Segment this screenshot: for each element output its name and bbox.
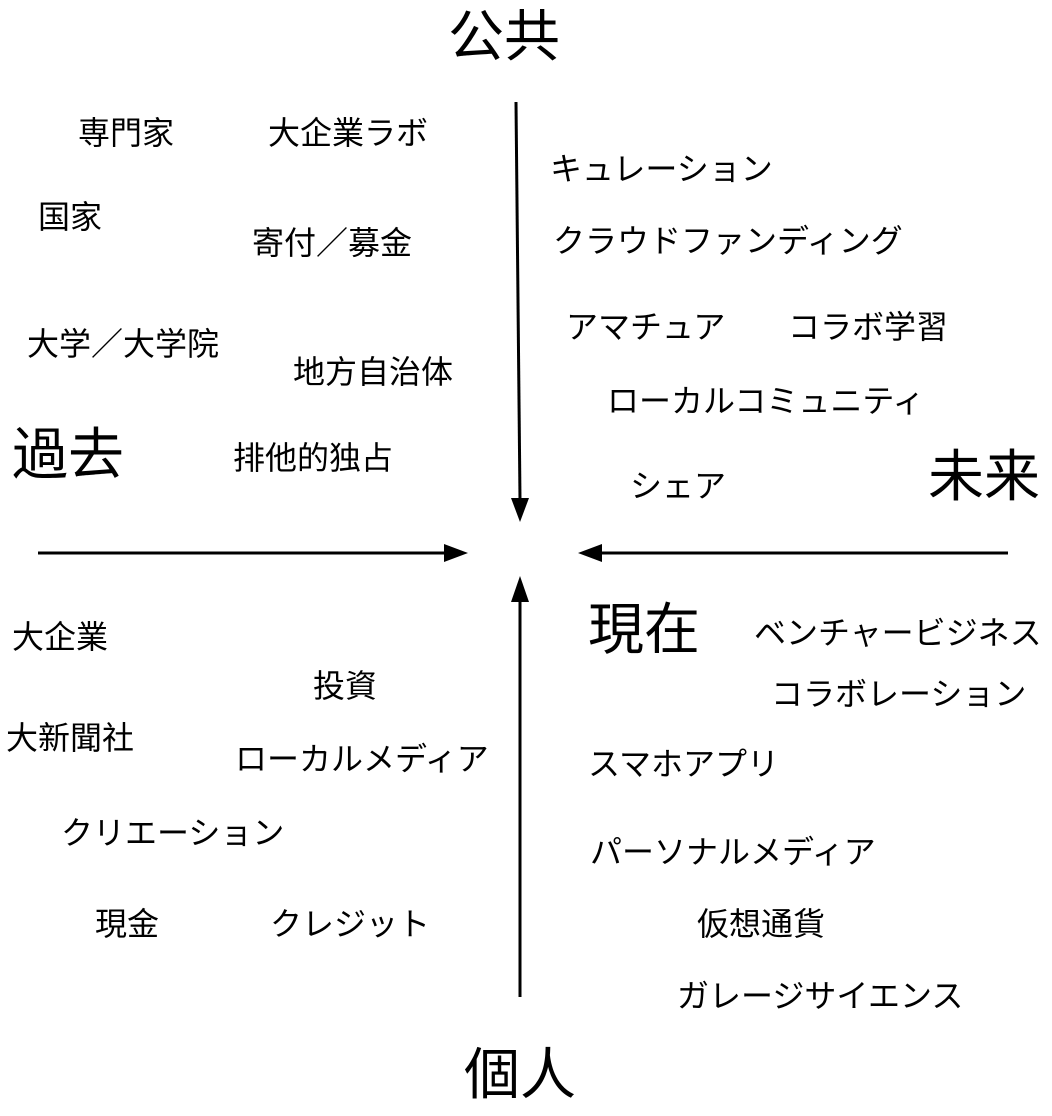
term-private-past: クレジット (270, 905, 431, 943)
arrowhead-from-private (511, 576, 529, 602)
term-public-past: 地方自治体 (293, 353, 454, 391)
term-public-past: 寄付／募金 (252, 224, 413, 262)
term-public-future: シェア (630, 467, 727, 505)
axis-label-present: 現在 (588, 598, 700, 663)
axis-label-future: 未来 (928, 445, 1040, 510)
term-public-future: キュレーション (550, 150, 773, 188)
term-public-future: クラウドファンディング (553, 222, 903, 260)
axis-label-private: 個人 (464, 1043, 576, 1108)
term-public-past: 大学／大学院 (27, 325, 220, 363)
term-private-future: コラボレーション (771, 675, 1027, 713)
term-private-past: 大企業 (12, 618, 109, 656)
term-private-past: 投資 (313, 667, 378, 705)
term-public-past: 排他的独占 (233, 439, 394, 477)
term-private-past: クリエーション (61, 814, 285, 852)
term-private-future: スマホアプリ (588, 745, 780, 783)
arrow-from-public (514, 101, 522, 501)
arrowhead-from-public (511, 498, 529, 522)
term-public-future: アマチュア (566, 308, 726, 346)
axis-label-past: 過去 (12, 423, 124, 488)
term-private-past: 大新聞社 (6, 719, 135, 757)
term-private-future: ガレージサイエンス (677, 977, 964, 1015)
term-public-past: 大企業ラボ (268, 114, 429, 152)
term-public-past: 国家 (38, 198, 103, 236)
term-private-past: 現金 (95, 905, 160, 943)
term-private-future: 仮想通貨 (697, 905, 826, 943)
term-private-future: パーソナルメディア (590, 833, 876, 871)
axis-label-public: 公共 (448, 5, 560, 70)
arrowhead-from-past (444, 544, 468, 562)
term-private-future: ベンチャービジネス (754, 614, 1042, 652)
arrowhead-from-future (578, 544, 602, 562)
term-private-past: ローカルメディア (235, 740, 489, 778)
term-public-future: コラボ学習 (788, 308, 949, 346)
term-public-future: ローカルコミュニティ (607, 382, 925, 420)
term-public-past: 専門家 (78, 114, 175, 152)
